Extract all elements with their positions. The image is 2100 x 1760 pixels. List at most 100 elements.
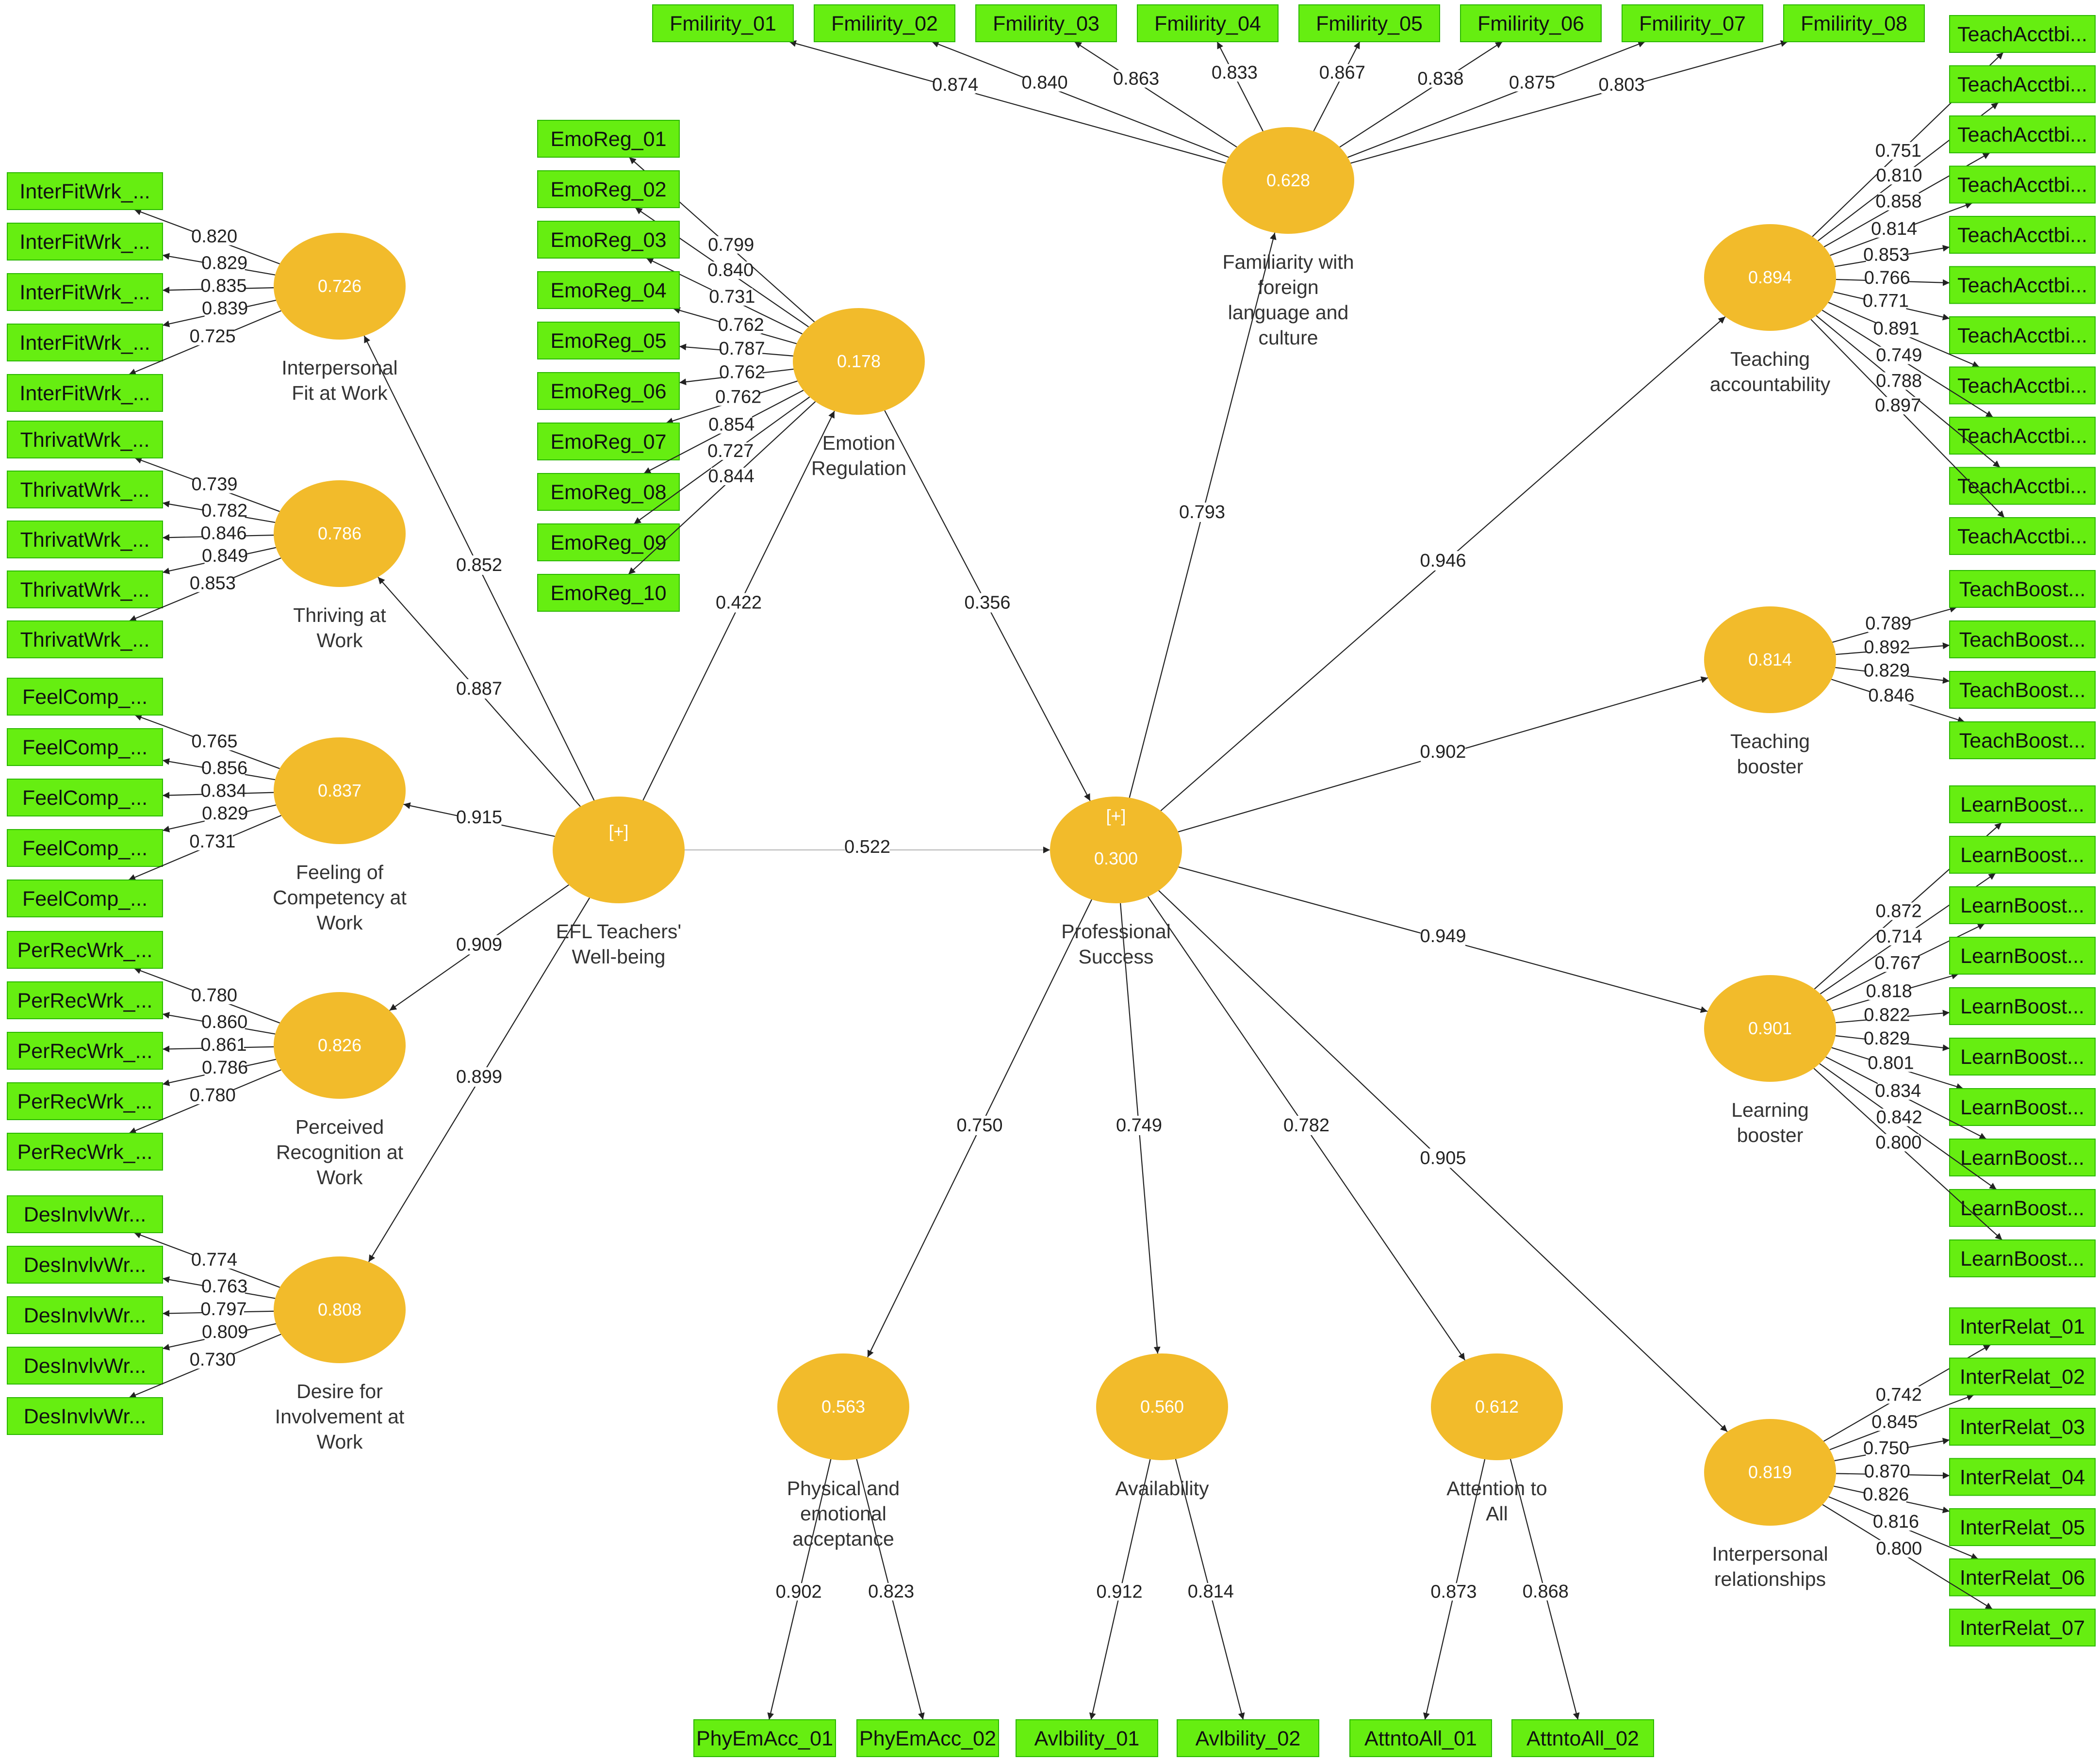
indicator-box[interactable] bbox=[537, 473, 680, 511]
indicator-box[interactable] bbox=[537, 574, 680, 612]
indicator-diw[interactable]: DesInvlvWr... bbox=[7, 1246, 163, 1284]
indicator-box[interactable] bbox=[652, 4, 794, 42]
indicator-lb[interactable]: LearnBoost... bbox=[1949, 785, 2096, 823]
indicator-box[interactable] bbox=[537, 372, 680, 410]
indicator-box[interactable] bbox=[537, 322, 680, 359]
indicator-box[interactable] bbox=[1177, 1719, 1319, 1757]
indicator-prw[interactable]: PerRecWrk_... bbox=[7, 931, 163, 969]
indicator-box[interactable] bbox=[537, 120, 680, 158]
indicator-box[interactable] bbox=[7, 880, 163, 917]
indicator-box[interactable] bbox=[1298, 4, 1440, 42]
indicator-box[interactable] bbox=[1949, 570, 2096, 608]
indicator-er[interactable]: EmoReg_06 bbox=[537, 372, 680, 410]
indicator-box[interactable] bbox=[7, 223, 163, 261]
indicator-box[interactable] bbox=[1949, 1558, 2096, 1597]
indicator-prw[interactable]: PerRecWrk_... bbox=[7, 1082, 163, 1120]
indicator-fam[interactable]: Fmilirity_04 bbox=[1137, 4, 1279, 42]
indicator-ir[interactable]: InterRelat_01 bbox=[1949, 1307, 2096, 1345]
indicator-box[interactable] bbox=[7, 570, 163, 608]
indicator-box[interactable] bbox=[1949, 65, 2096, 103]
indicator-box[interactable] bbox=[7, 324, 163, 361]
indicator-box[interactable] bbox=[1460, 4, 1602, 42]
indicator-box[interactable] bbox=[7, 829, 163, 867]
indicator-lb[interactable]: LearnBoost... bbox=[1949, 1088, 2096, 1126]
construct-ir-ellipse[interactable] bbox=[1704, 1419, 1836, 1526]
construct-ta-ellipse[interactable] bbox=[1704, 224, 1836, 331]
indicator-lb[interactable]: LearnBoost... bbox=[1949, 1038, 2096, 1076]
indicator-box[interactable] bbox=[1016, 1719, 1158, 1757]
indicator-box[interactable] bbox=[7, 981, 163, 1019]
indicator-box[interactable] bbox=[7, 728, 163, 766]
indicator-prw[interactable]: PerRecWrk_... bbox=[7, 981, 163, 1019]
indicator-lb[interactable]: LearnBoost... bbox=[1949, 1189, 2096, 1227]
indicator-box[interactable] bbox=[537, 423, 680, 460]
indicator-tb[interactable]: TeachBoost... bbox=[1949, 620, 2096, 658]
indicator-ta[interactable]: TeachAcctbi... bbox=[1949, 65, 2096, 103]
indicator-ta[interactable]: TeachAcctbi... bbox=[1949, 517, 2096, 555]
indicator-box[interactable] bbox=[537, 523, 680, 561]
indicator-box[interactable] bbox=[1622, 4, 1763, 42]
indicator-ta[interactable]: TeachAcctbi... bbox=[1949, 467, 2096, 505]
indicator-er[interactable]: EmoReg_10 bbox=[537, 574, 680, 612]
indicator-ta[interactable]: TeachAcctbi... bbox=[1949, 15, 2096, 53]
indicator-box[interactable] bbox=[1137, 4, 1279, 42]
construct-lb-ellipse[interactable] bbox=[1704, 975, 1836, 1082]
indicator-box[interactable] bbox=[537, 271, 680, 309]
indicator-ta[interactable]: TeachAcctbi... bbox=[1949, 316, 2096, 354]
indicator-er[interactable]: EmoReg_05 bbox=[537, 322, 680, 359]
indicator-er[interactable]: EmoReg_09 bbox=[537, 523, 680, 561]
indicator-ir[interactable]: InterRelat_03 bbox=[1949, 1408, 2096, 1446]
construct-ps-ellipse[interactable] bbox=[1050, 797, 1182, 903]
indicator-thr[interactable]: ThrivatWrk_... bbox=[7, 570, 163, 608]
indicator-ifw[interactable]: InterFitWrk_... bbox=[7, 374, 163, 412]
indicator-box[interactable] bbox=[1949, 836, 2096, 874]
indicator-box[interactable] bbox=[7, 1195, 163, 1233]
indicator-tb[interactable]: TeachBoost... bbox=[1949, 721, 2096, 759]
indicator-box[interactable] bbox=[1949, 266, 2096, 304]
indicator-fam[interactable]: Fmilirity_07 bbox=[1622, 4, 1763, 42]
indicator-box[interactable] bbox=[7, 421, 163, 458]
construct-er-ellipse[interactable] bbox=[793, 308, 925, 415]
indicator-ir[interactable]: InterRelat_07 bbox=[1949, 1609, 2096, 1646]
indicator-box[interactable] bbox=[1949, 1038, 2096, 1076]
indicator-diw[interactable]: DesInvlvWr... bbox=[7, 1195, 163, 1233]
indicator-box[interactable] bbox=[7, 1032, 163, 1070]
indicator-er[interactable]: EmoReg_03 bbox=[537, 221, 680, 259]
indicator-box[interactable] bbox=[1783, 4, 1925, 42]
construct-thr-ellipse[interactable] bbox=[274, 480, 406, 587]
indicator-ta[interactable]: TeachAcctbi... bbox=[1949, 216, 2096, 254]
indicator-er[interactable]: EmoReg_04 bbox=[537, 271, 680, 309]
indicator-box[interactable] bbox=[7, 931, 163, 969]
indicator-box[interactable] bbox=[1949, 620, 2096, 658]
indicator-thr[interactable]: ThrivatWrk_... bbox=[7, 471, 163, 508]
indicator-ir[interactable]: InterRelat_04 bbox=[1949, 1458, 2096, 1496]
construct-fcw-ellipse[interactable] bbox=[274, 737, 406, 844]
indicator-box[interactable] bbox=[1949, 1508, 2096, 1546]
indicator-er[interactable]: EmoReg_02 bbox=[537, 170, 680, 208]
indicator-box[interactable] bbox=[1949, 115, 2096, 153]
construct-wb-ellipse[interactable] bbox=[553, 797, 685, 903]
indicator-box[interactable] bbox=[7, 521, 163, 558]
indicator-diw[interactable]: DesInvlvWr... bbox=[7, 1296, 163, 1334]
indicator-pea[interactable]: PhyEmAcc_02 bbox=[856, 1719, 999, 1757]
indicator-box[interactable] bbox=[1949, 1239, 2096, 1277]
indicator-box[interactable] bbox=[7, 273, 163, 311]
indicator-box[interactable] bbox=[1949, 517, 2096, 555]
indicator-er[interactable]: EmoReg_08 bbox=[537, 473, 680, 511]
indicator-box[interactable] bbox=[7, 779, 163, 816]
indicator-box[interactable] bbox=[7, 1347, 163, 1385]
indicator-box[interactable] bbox=[1949, 1458, 2096, 1496]
indicator-lb[interactable]: LearnBoost... bbox=[1949, 937, 2096, 975]
indicator-box[interactable] bbox=[1949, 721, 2096, 759]
indicator-ta[interactable]: TeachAcctbi... bbox=[1949, 366, 2096, 405]
indicator-box[interactable] bbox=[1949, 987, 2096, 1025]
